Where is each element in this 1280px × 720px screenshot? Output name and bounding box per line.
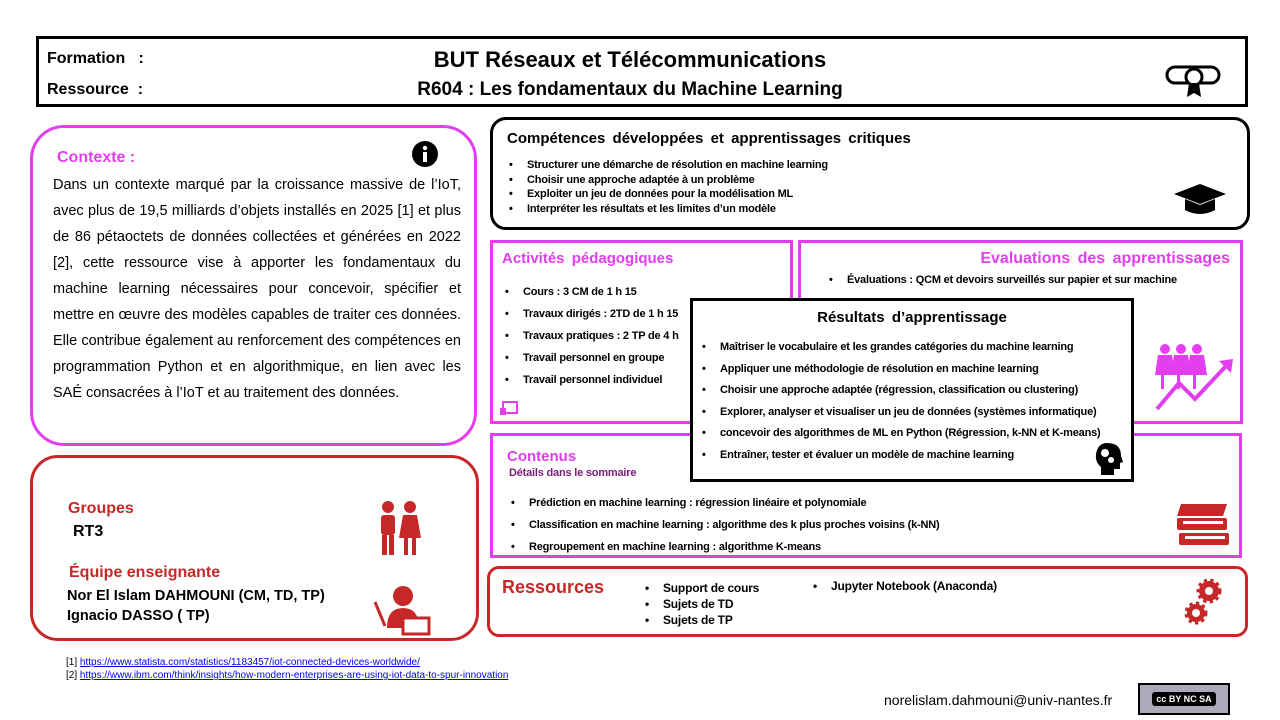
page-title: BUT Réseaux et Télécommunications bbox=[433, 47, 827, 72]
competence-item: Exploiter un jeu de données pour la modé… bbox=[509, 187, 828, 202]
info-icon bbox=[412, 141, 438, 167]
competences-panel: Compétences développées et apprentissage… bbox=[490, 117, 1250, 230]
competences-list: Structurer une démarche de résolution en… bbox=[509, 158, 828, 216]
presentation-icon bbox=[500, 401, 518, 415]
team-member: Ignacio DASSO ( TP) bbox=[67, 608, 210, 624]
activites-title: Activités pédagogiques bbox=[502, 250, 674, 267]
cc-license-badge: cc BY NC SA bbox=[1138, 683, 1230, 715]
page-subtitle: R604 : Les fondamentaux du Machine Learn… bbox=[417, 79, 843, 100]
resultat-item: Appliquer une méthodologie de résolution… bbox=[702, 359, 1100, 381]
resultat-item: Choisir une approche adaptée (régression… bbox=[702, 380, 1100, 402]
competences-title: Compétences développées et apprentissage… bbox=[507, 130, 911, 147]
contexte-panel: Contexte : Dans un contexte marqué par l… bbox=[30, 125, 477, 446]
evaluations-title: Evaluations des apprentissages bbox=[980, 250, 1230, 267]
competence-item: Choisir une approche adaptée à un problè… bbox=[509, 173, 828, 188]
evaluations-list: Évaluations : QCM et devoirs surveillés … bbox=[829, 274, 1177, 286]
ressource-item: Sujets de TD bbox=[645, 596, 759, 612]
activite-item: Travaux dirigés : 2TD de 1 h 15 bbox=[505, 303, 679, 325]
ressources-list-2: Jupyter Notebook (Anaconda) bbox=[813, 579, 997, 593]
header: Formation : Ressource : BUT Réseaux et T… bbox=[36, 36, 1248, 107]
formation-label: Formation : bbox=[47, 50, 144, 67]
resultat-item: Explorer, analyser et visualiser un jeu … bbox=[702, 402, 1100, 424]
author-email: norelislam.dahmouni@univ-nantes.fr bbox=[884, 692, 1113, 708]
resultats-list: Maîtriser le vocabulaire et les grandes … bbox=[702, 337, 1101, 467]
ressource-item: Support de cours bbox=[645, 580, 759, 596]
contenus-title: Contenus bbox=[507, 448, 577, 465]
groupes-value: RT3 bbox=[73, 523, 104, 540]
resultats-title: Résultats d’apprentissage bbox=[817, 309, 1007, 326]
references: [1] https://www.statista.com/statistics/… bbox=[66, 656, 508, 682]
contenu-item: Classification en machine learning : alg… bbox=[511, 514, 940, 536]
reference-link[interactable]: https://www.statista.com/statistics/1183… bbox=[79, 657, 420, 668]
ressource-item: Sujets de TP bbox=[645, 612, 759, 628]
brain-gears-icon bbox=[1095, 443, 1123, 475]
ressources-panel: Ressources Support de cours Sujets de TD… bbox=[487, 566, 1248, 637]
activite-item: Travaux pratiques : 2 TP de 4 h bbox=[505, 325, 679, 347]
activite-item: Travail personnel individuel bbox=[505, 369, 679, 391]
evaluation-item: Évaluations : QCM et devoirs surveillés … bbox=[829, 274, 1177, 286]
contexte-title: Contexte : bbox=[57, 149, 136, 166]
contenu-item: Prédiction en machine learning : régress… bbox=[511, 492, 939, 514]
reference-2: [2] https://www.ibm.com/think/insights/h… bbox=[66, 669, 508, 682]
groupes-panel: Groupes RT3 Équipe enseignante Nor El Is… bbox=[30, 455, 479, 641]
reference-number: [1] bbox=[66, 657, 78, 668]
resultat-item: Maîtriser le vocabulaire et les grandes … bbox=[702, 337, 1100, 359]
activite-item: Cours : 3 CM de 1 h 15 bbox=[505, 281, 679, 303]
team-title: Équipe enseignante bbox=[69, 564, 221, 581]
people-growth-icon bbox=[1155, 344, 1233, 411]
diploma-icon bbox=[1165, 65, 1221, 97]
contexte-text: Dans un contexte marqué par la croissanc… bbox=[53, 177, 461, 401]
reference-1: [1] https://www.statista.com/statistics/… bbox=[66, 656, 508, 669]
activites-panel: Activités pédagogiques Cours : 3 CM de 1… bbox=[490, 240, 793, 424]
books-icon bbox=[1177, 504, 1229, 545]
team-member: Nor El Islam DAHMOUNI (CM, TD, TP) bbox=[67, 588, 325, 604]
activite-item: Travail personnel en groupe bbox=[505, 347, 679, 369]
graduation-cap-icon bbox=[1174, 184, 1226, 214]
teacher-icon bbox=[373, 586, 431, 636]
ressource-item: Jupyter Notebook (Anaconda) bbox=[813, 579, 997, 593]
reference-link[interactable]: https://www.ibm.com/think/insights/how-m… bbox=[79, 670, 509, 681]
activites-list: Cours : 3 CM de 1 h 15 Travaux dirigés :… bbox=[505, 281, 679, 391]
contenus-subtitle: Détails dans le sommaire bbox=[509, 467, 637, 479]
contenu-item: Regroupement en machine learning : algor… bbox=[511, 536, 939, 558]
ressource-label: Ressource : bbox=[47, 81, 144, 98]
people-icon bbox=[381, 501, 421, 555]
contenus-list: Prédiction en machine learning : régress… bbox=[511, 492, 940, 558]
competence-item: Structurer une démarche de résolution en… bbox=[509, 158, 828, 173]
groupes-title: Groupes bbox=[68, 500, 134, 517]
resultats-panel: Résultats d’apprentissage Maîtriser le v… bbox=[690, 298, 1134, 482]
ressources-list-1: Support de cours Sujets de TD Sujets de … bbox=[645, 580, 759, 628]
ressources-title: Ressources bbox=[502, 577, 605, 597]
resultat-item: concevoir des algorithmes de ML en Pytho… bbox=[702, 423, 1101, 445]
gears-icon bbox=[1184, 578, 1222, 625]
reference-number: [2] bbox=[66, 670, 78, 681]
resultat-item: Entraîner, tester et évaluer un modèle d… bbox=[702, 445, 1100, 467]
competence-item: Interpréter les résultats et les limites… bbox=[509, 202, 828, 217]
license-text: cc BY NC SA bbox=[1152, 692, 1216, 706]
